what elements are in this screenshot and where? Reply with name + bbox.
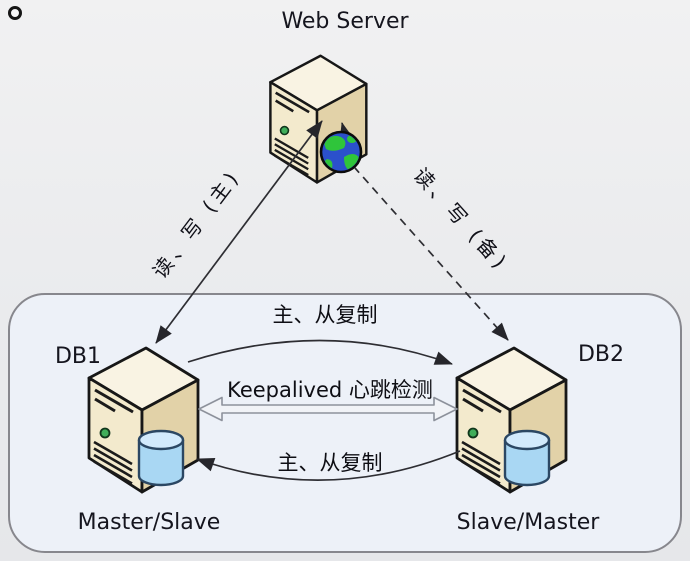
bottom-replication-label: 主、从复制: [278, 451, 383, 475]
heartbeat-label: Keepalived 心跳检测: [227, 378, 433, 402]
db1-name-label: DB1: [55, 344, 101, 369]
db2-database-icon: [503, 429, 551, 487]
right-link-label: 读、写 (备): [409, 163, 514, 276]
db1-database-icon: [137, 429, 185, 487]
web-server-label: Web Server: [281, 9, 409, 34]
db2-role-label: Slave/Master: [457, 510, 601, 535]
top-replication-label: 主、从复制: [273, 303, 378, 327]
heartbeat-double-arrow: [198, 396, 458, 422]
annotation-ring-icon: [8, 6, 22, 20]
db1-role-label: Master/Slave: [78, 510, 221, 535]
bottom-replication-arrow: [196, 450, 461, 481]
web-to-db2-dashed-link: [354, 167, 509, 341]
globe-icon: [319, 130, 363, 174]
left-link-label: 读、写 (主): [148, 165, 245, 283]
web-to-db1-link: [155, 120, 323, 344]
db2-name-label: DB2: [578, 342, 624, 367]
